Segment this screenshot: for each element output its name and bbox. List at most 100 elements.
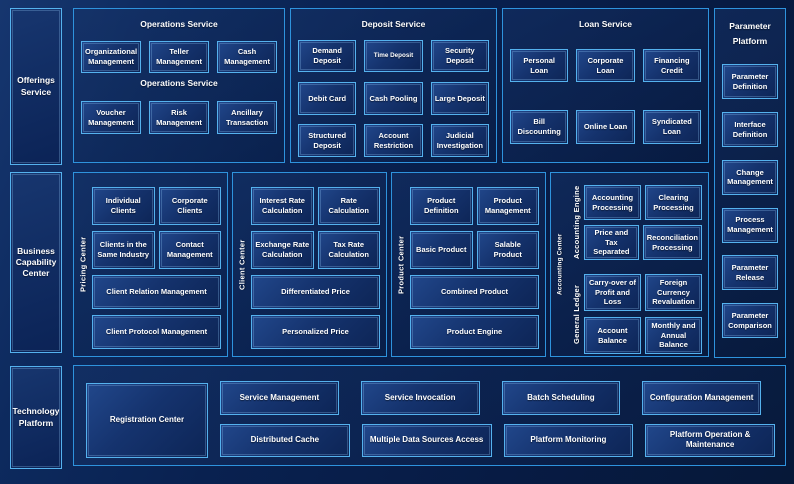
box-voucher-management: Voucher Management xyxy=(81,101,141,134)
sidebar-technology-platform: Technology Platform xyxy=(10,366,62,469)
box-client-relation-management: Client Relation Management xyxy=(92,275,221,309)
deposit-row-3: Structured Deposit Account Restriction J… xyxy=(291,124,496,157)
parameter-platform-title: Parameter Platform xyxy=(729,21,771,47)
parameter-platform-panel: Parameter Platform Parameter Definition … xyxy=(714,8,786,358)
box-corporate-loan: Corporate Loan xyxy=(576,49,635,82)
client-center-label: Client Center xyxy=(237,239,247,290)
deposit-row-1: Demand Deposit Time Deposit Security Dep… xyxy=(291,40,496,72)
general-ledger-pair-2: Account Balance Monthly and Annual Balan… xyxy=(584,317,702,354)
box-product-definition: Product Definition xyxy=(410,187,473,225)
loan-row-2: Bill Discounting Online Loan Syndicated … xyxy=(503,110,708,144)
box-ancillary-transaction: Ancillary Transaction xyxy=(217,101,277,134)
box-platform-operation-maintenance: Platform Operation & Maintenance xyxy=(645,423,775,457)
box-parameter-definition: Parameter Definition xyxy=(722,64,778,100)
box-accounting-processing: Accounting Processing xyxy=(584,185,641,220)
loan-service-title: Loan Service xyxy=(579,19,632,29)
sidebar-business-capability-center: Business Capability Center xyxy=(10,172,62,353)
technology-platform-panel: Registration Center Service Management S… xyxy=(73,365,786,466)
operations-service-title: Operations Service xyxy=(140,19,218,29)
general-ledger-label: General Ledger xyxy=(572,284,581,344)
box-service-invocation: Service Invocation xyxy=(360,381,480,415)
box-parameter-comparison: Parameter Comparison xyxy=(722,303,778,339)
box-basic-product: Basic Product xyxy=(410,231,473,269)
box-cash-pooling: Cash Pooling xyxy=(364,82,423,115)
box-reconciliation-processing: Reconciliation Processing xyxy=(642,225,702,260)
box-product-engine: Product Engine xyxy=(410,315,539,349)
box-exchange-rate-calculation: Exchange Rate Calculation xyxy=(251,231,314,269)
box-syndicated-loan: Syndicated Loan xyxy=(642,110,701,144)
deposit-row-2: Debit Card Cash Pooling Large Deposit xyxy=(291,82,496,115)
box-online-loan: Online Loan xyxy=(576,110,635,144)
box-individual-clients: Individual Clients xyxy=(92,187,155,225)
loan-row-1: Personal Loan Corporate Loan Financing C… xyxy=(503,49,708,82)
box-interest-rate-calculation: Interest Rate Calculation xyxy=(251,187,314,225)
box-personal-loan: Personal Loan xyxy=(510,49,569,82)
box-clearing-processing: Clearing Processing xyxy=(645,185,702,220)
box-time-deposit: Time Deposit xyxy=(364,40,423,72)
box-debit-card: Debit Card xyxy=(298,82,357,115)
box-teller-management: Teller Management xyxy=(149,41,210,73)
box-financing-credit: Financing Credit xyxy=(642,49,701,82)
box-structured-deposit: Structured Deposit xyxy=(298,124,357,157)
pricing-center-label: Pricing Center xyxy=(78,236,88,293)
loan-service-panel: Loan Service Personal Loan Corporate Loa… xyxy=(502,8,709,163)
general-ledger-pair-1: Carry-over of Profit and Loss Foreign Cu… xyxy=(584,274,702,311)
box-distributed-cache: Distributed Cache xyxy=(220,423,350,457)
pricing-pair-2: Clients in the Same Industry Contact Man… xyxy=(92,231,221,269)
box-differentiated-price: Differentiated Price xyxy=(251,275,380,309)
box-carry-over-of-profit-and-loss: Carry-over of Profit and Loss xyxy=(584,274,641,311)
box-product-management: Product Management xyxy=(476,187,539,225)
box-contact-management: Contact Management xyxy=(158,231,221,269)
client-pair-2: Exchange Rate Calculation Tax Rate Calcu… xyxy=(251,231,380,269)
deposit-service-panel: Deposit Service Demand Deposit Time Depo… xyxy=(290,8,497,163)
product-center-group: Product Center Product Definition Produc… xyxy=(391,172,546,357)
box-personalized-price: Personalized Price xyxy=(251,315,380,349)
accounting-engine-label: Accounting Engine xyxy=(572,185,581,260)
box-account-restriction: Account Restriction xyxy=(364,124,423,157)
box-salable-product: Salable Product xyxy=(476,231,539,269)
technology-row-1: Service Management Service Invocation Ba… xyxy=(220,381,775,415)
pricing-pair-1: Individual Clients Corporate Clients xyxy=(92,187,221,225)
accounting-center-group: Accounting Center Accounting Engine Acco… xyxy=(550,172,709,357)
operations-row-2: Voucher Management Risk Management Ancil… xyxy=(74,101,284,134)
operations-row-1: Organizational Management Teller Managem… xyxy=(74,41,284,73)
box-combined-product: Combined Product xyxy=(410,275,539,309)
accounting-engine-subgroup: Accounting Engine Accounting Processing … xyxy=(569,185,702,260)
deposit-service-title: Deposit Service xyxy=(361,19,426,29)
client-pair-1: Interest Rate Calculation Rate Calculati… xyxy=(251,187,380,225)
client-center-group: Client Center Interest Rate Calculation … xyxy=(232,172,387,357)
box-security-deposit: Security Deposit xyxy=(430,40,489,72)
box-account-balance: Account Balance xyxy=(584,317,641,354)
box-parameter-release: Parameter Release xyxy=(722,255,778,291)
box-process-management: Process Management xyxy=(722,207,778,243)
box-cash-management: Cash Management xyxy=(217,41,277,73)
operations-service-panel: Operations Service Organizational Manage… xyxy=(73,8,285,163)
accounting-engine-pair-1: Accounting Processing Clearing Processin… xyxy=(584,185,702,220)
parameter-platform-list: Parameter Definition Interface Definitio… xyxy=(715,50,785,357)
box-rate-calculation: Rate Calculation xyxy=(317,187,380,225)
box-platform-monitoring: Platform Monitoring xyxy=(503,423,634,457)
box-foreign-currency-revaluation: Foreign Currency Revaluation xyxy=(645,274,702,311)
box-multiple-data-sources-access: Multiple Data Sources Access xyxy=(361,423,492,457)
box-registration-center: Registration Center xyxy=(86,383,208,458)
pricing-center-group: Pricing Center Individual Clients Corpor… xyxy=(73,172,228,357)
general-ledger-subgroup: General Ledger Carry-over of Profit and … xyxy=(569,274,702,354)
box-configuration-management: Configuration Management xyxy=(642,381,761,415)
box-risk-management: Risk Management xyxy=(149,101,209,134)
box-service-management: Service Management xyxy=(220,381,339,415)
box-large-deposit: Large Deposit xyxy=(430,82,489,115)
sidebar-offerings-service: Offerings Service xyxy=(10,8,62,165)
operations-service-subtitle: Operations Service xyxy=(140,78,218,88)
product-pair-2: Basic Product Salable Product xyxy=(410,231,539,269)
accounting-engine-pair-2: Price and Tax Separated Reconciliation P… xyxy=(584,225,702,260)
box-monthly-and-annual-balance: Monthly and Annual Balance xyxy=(645,317,702,354)
box-bill-discounting: Bill Discounting xyxy=(510,110,569,144)
accounting-center-label: Accounting Center xyxy=(556,233,564,296)
box-tax-rate-calculation: Tax Rate Calculation xyxy=(317,231,380,269)
box-corporate-clients: Corporate Clients xyxy=(158,187,221,225)
box-interface-definition: Interface Definition xyxy=(722,112,778,148)
box-client-protocol-management: Client Protocol Management xyxy=(92,315,221,349)
box-judicial-investigation: Judicial Investigation xyxy=(430,124,489,157)
technology-row-2: Distributed Cache Multiple Data Sources … xyxy=(220,423,775,457)
